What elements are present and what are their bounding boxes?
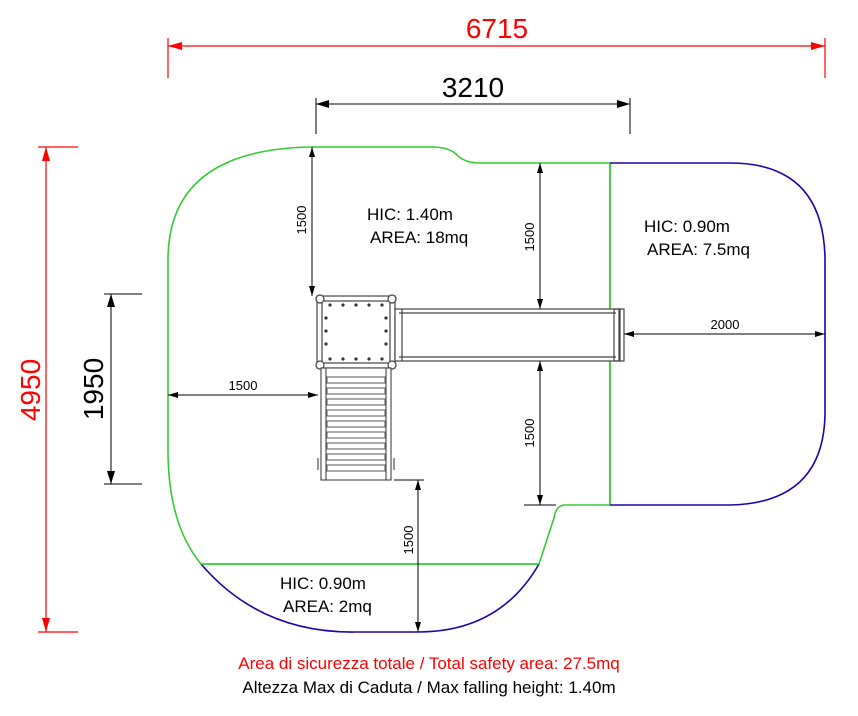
ladder-exit-zone xyxy=(200,563,540,633)
dimension-clearance-left xyxy=(168,392,318,398)
zone-slide-exit-hic: HIC: 0.90m xyxy=(644,217,730,236)
clearance-left-label: 1500 xyxy=(229,378,258,393)
clearance-top-label: 1500 xyxy=(294,206,309,235)
overall-height-label: 4950 xyxy=(15,359,46,421)
dimension-side-depth xyxy=(104,293,142,485)
slide-exit-label: 2000 xyxy=(711,317,740,332)
dimension-overall-width xyxy=(167,38,826,78)
clearance-bottom-label: 1500 xyxy=(401,526,416,555)
dimension-slide-exit xyxy=(624,331,825,337)
zone-ladder-exit-area: AREA: 2mq xyxy=(283,597,372,616)
platform-tower xyxy=(315,294,397,370)
slide-clearance-top-label: 1500 xyxy=(522,223,537,252)
dimension-slide-clearance-bottom xyxy=(524,361,556,506)
zone-ladder-exit-hic: HIC: 0.90m xyxy=(280,574,366,593)
zone-slide-exit-area: AREA: 7.5mq xyxy=(647,240,750,259)
dimension-overall-height xyxy=(38,146,78,633)
total-area-caption: Area di sicurezza totale / Total safety … xyxy=(238,654,620,673)
ladder xyxy=(317,367,395,481)
dimension-clearance-bottom xyxy=(394,479,424,632)
zone-main-area: AREA: 18mq xyxy=(370,228,468,247)
zone-main-hic: HIC: 1.40m xyxy=(367,205,453,224)
slide-clearance-bottom-label: 1500 xyxy=(522,419,537,448)
max-height-caption: Altezza Max di Caduta / Max falling heig… xyxy=(242,678,616,697)
main-safety-zone xyxy=(167,146,611,565)
structure-width-label: 3210 xyxy=(442,72,504,103)
slide xyxy=(394,308,625,362)
slide-exit-zone xyxy=(610,162,826,506)
dimension-slide-clearance-top xyxy=(537,163,543,309)
side-depth-label: 1950 xyxy=(78,358,109,420)
overall-width-label: 6715 xyxy=(466,13,528,44)
dimension-clearance-top xyxy=(309,147,315,296)
dimension-structure-width xyxy=(315,98,631,134)
